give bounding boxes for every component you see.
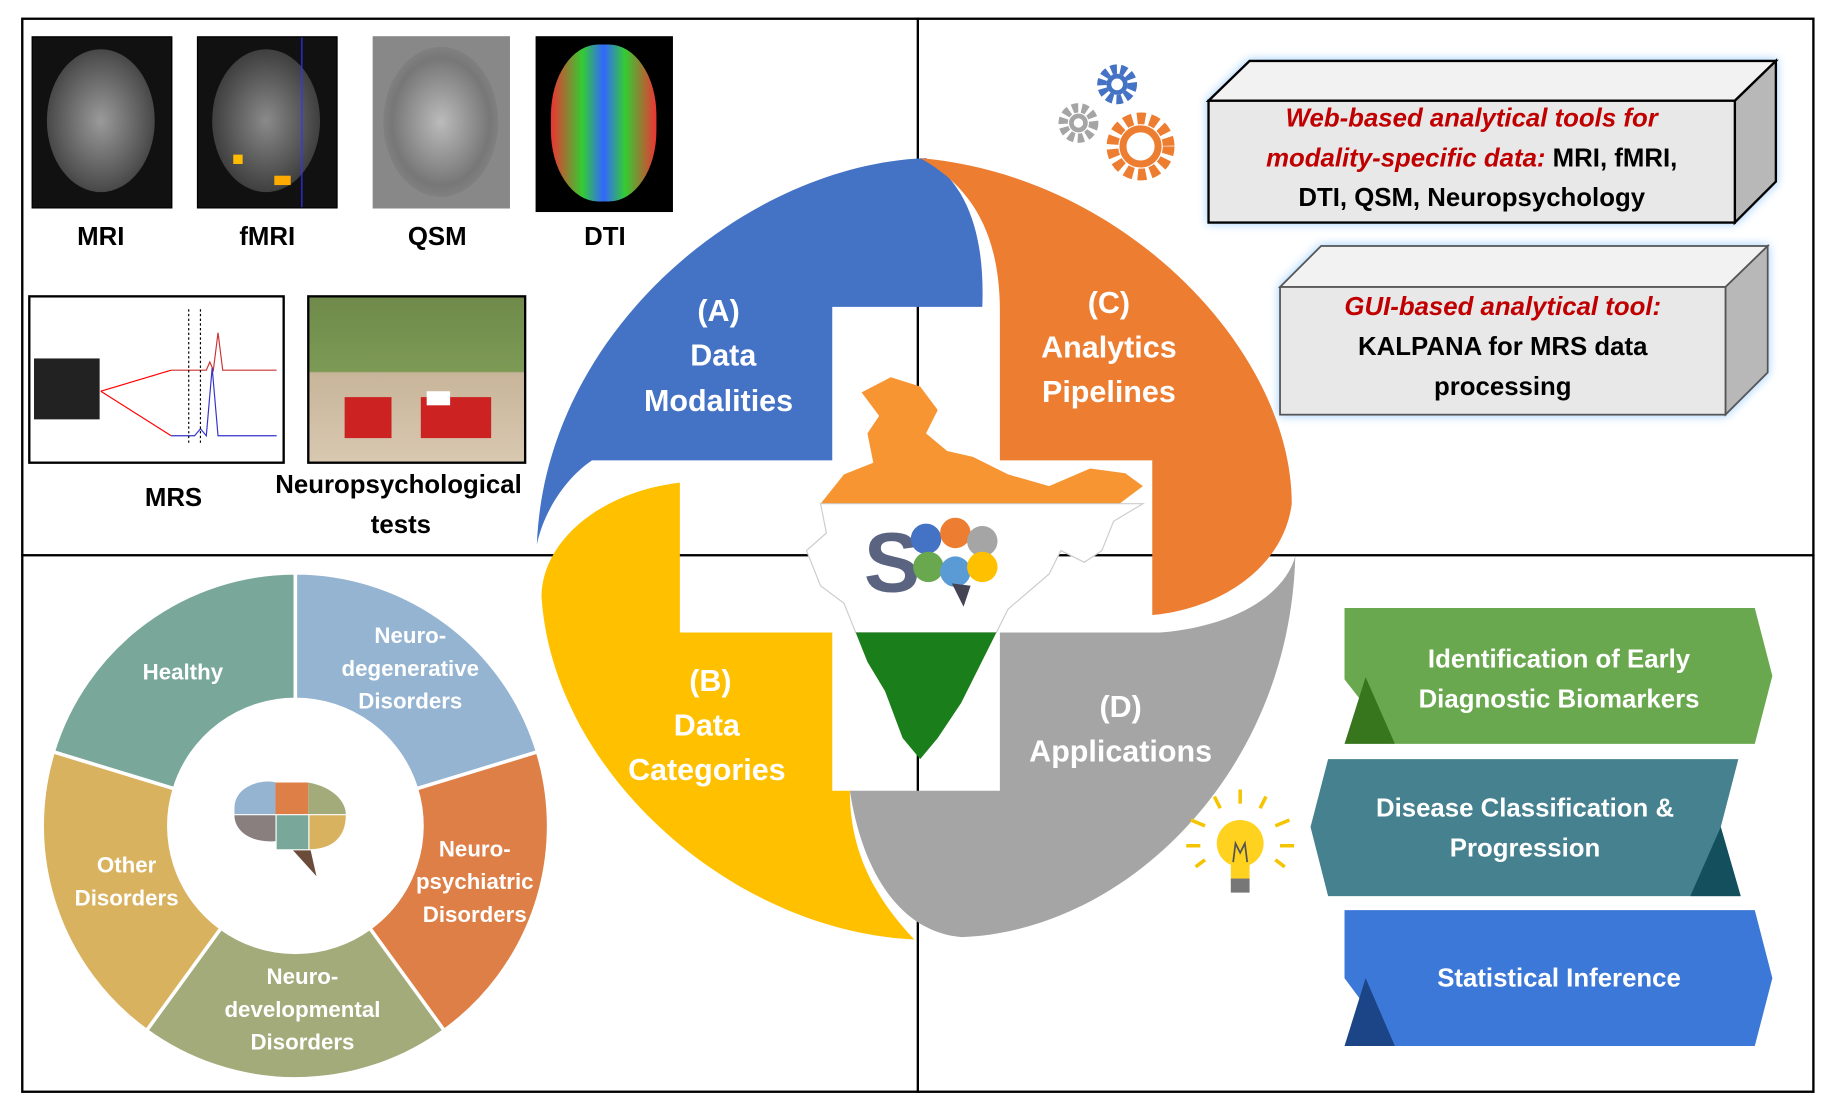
banner-classification-text: Disease Classification &Progression xyxy=(1375,793,1675,863)
mrs-label: MRS xyxy=(144,482,203,512)
web-tools-line1: Web-based analytical tools for xyxy=(1285,103,1658,133)
qsm-image xyxy=(372,36,510,209)
dti-image xyxy=(535,36,673,213)
gui-tool-line3: processing xyxy=(1433,371,1572,401)
petal-c-line2: Pipelines xyxy=(1041,373,1176,409)
petal-a-tag: (A) xyxy=(697,292,740,328)
neuropsych-label-1: Neuropsychological xyxy=(275,469,522,500)
fmri-label: fMRI xyxy=(239,221,296,251)
lightbulb-icon xyxy=(1186,789,1295,893)
segment-healthy-label: Healthy xyxy=(142,660,224,686)
banner-statistical-text: Statistical Inference xyxy=(1437,962,1681,993)
petal-d-tag: (D) xyxy=(1099,688,1142,724)
segment-other[interactable] xyxy=(40,749,224,1033)
petal-c-analytics-pipelines[interactable] xyxy=(920,158,1292,615)
gui-tool-text: GUI-based analytical tool: KALPANA for M… xyxy=(1280,287,1725,406)
sword-logo-icon: S xyxy=(864,516,998,610)
segment-neuropsychiatric[interactable] xyxy=(367,749,551,1033)
segment-neurodevelopmental[interactable] xyxy=(144,925,447,1081)
web-tools-line2: modality-specific data: MRI, fMRI, xyxy=(1266,142,1678,173)
petal-b-data-categories[interactable] xyxy=(541,482,915,940)
petal-a-line1: Data xyxy=(690,337,757,373)
petal-b-tag: (B) xyxy=(689,663,732,699)
petal-c-tag: (C) xyxy=(1087,284,1131,320)
gears-icon xyxy=(1058,64,1175,181)
neuropsych-label-2: tests xyxy=(370,509,431,539)
petal-a-line2: Modalities xyxy=(644,383,794,419)
petal-c-line1: Analytics xyxy=(1041,329,1177,365)
petal-b-line2: Categories xyxy=(628,752,786,788)
petal-d-applications[interactable] xyxy=(849,556,1296,938)
web-tools-text: Web-based analytical tools for modality-… xyxy=(1209,98,1735,217)
logo-letter-s: S xyxy=(864,516,920,610)
dti-label: DTI xyxy=(584,221,626,251)
web-tools-line3: DTI, QSM, Neuropsychology xyxy=(1298,182,1646,213)
petal-d-line1: Applications xyxy=(1029,733,1213,769)
petal-b-line1: Data xyxy=(673,707,740,743)
categories-donut xyxy=(40,571,551,1081)
brain-puzzle-icon xyxy=(234,781,346,877)
neuropsych-test-photo xyxy=(307,295,527,464)
petal-a-data-modalities[interactable] xyxy=(536,158,983,545)
gui-tool-line1: GUI-based analytical tool: xyxy=(1344,291,1662,321)
fmri-image xyxy=(196,36,338,209)
qsm-label: QSM xyxy=(407,221,467,251)
mrs-spectrum-image xyxy=(28,295,285,464)
segment-healthy[interactable] xyxy=(51,571,298,792)
gui-tool-line2: KALPANA for MRS data xyxy=(1358,331,1648,361)
segment-neurodegenerative[interactable] xyxy=(293,571,540,792)
mri-image xyxy=(31,36,173,209)
mri-label: MRI xyxy=(77,221,125,251)
